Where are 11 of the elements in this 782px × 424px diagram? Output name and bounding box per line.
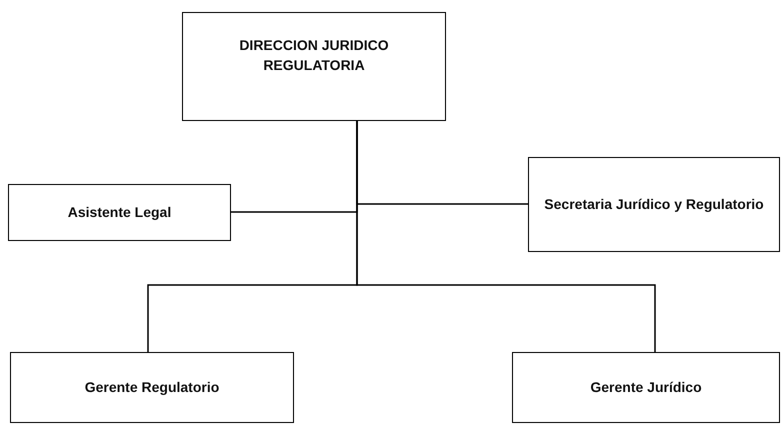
org-box (528, 157, 780, 252)
box-label: Gerente Jurídico (590, 378, 702, 398)
org-box (512, 352, 780, 423)
connector-line (356, 121, 656, 352)
box-label: Secretaria Jurídico y Regulatorio (544, 195, 764, 214)
org-box (10, 352, 294, 423)
org-box (182, 12, 446, 121)
box-label: DIRECCION JURIDICO REGULATORIA (238, 36, 390, 76)
box-label: Asistente Legal (68, 203, 172, 222)
org-box (8, 184, 231, 241)
box-label: Gerente Regulatorio (84, 378, 220, 398)
